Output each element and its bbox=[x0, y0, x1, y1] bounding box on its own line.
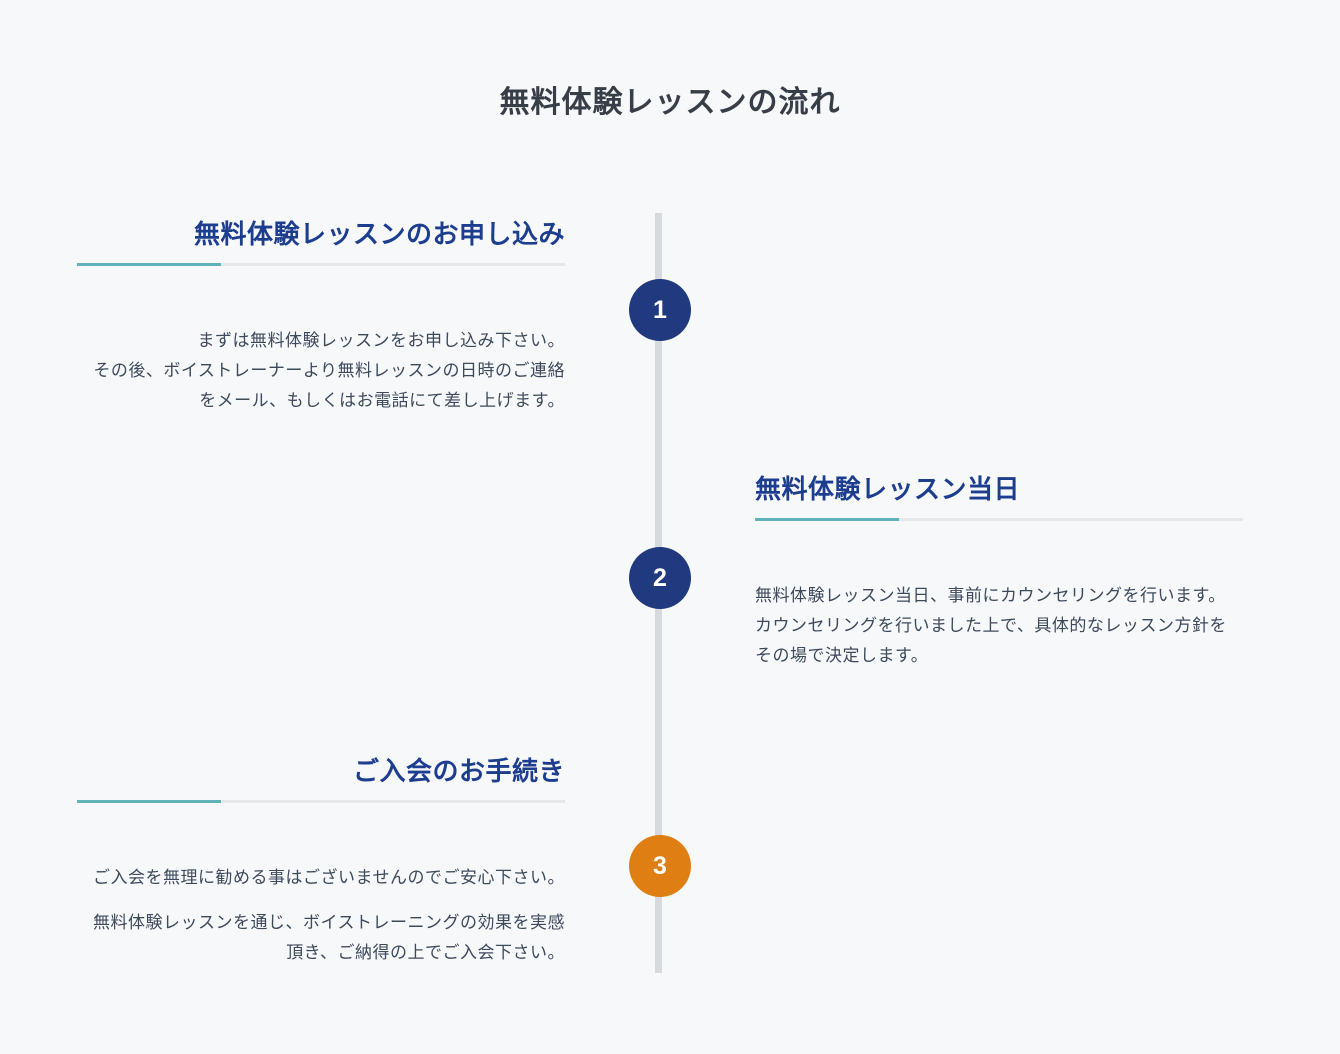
step-2-paragraph: カウンセリングを行いました上で、具体的なレッスン方針をその場で決定します。 bbox=[755, 616, 1227, 665]
step-1-description: まずは無料体験レッスンをお申し込み下さい。 その後、ボイストレーナーより無料レッ… bbox=[77, 326, 565, 416]
step-1-heading: 無料体験レッスンのお申し込み bbox=[193, 219, 565, 249]
step-2-heading-underline bbox=[755, 518, 1243, 521]
step-3-heading: ご入会のお手続き bbox=[352, 756, 565, 786]
step-2-number-badge: 2 bbox=[629, 547, 691, 609]
step-3-paragraph: ご入会を無理に勧める事はございませんのでご安心下さい。 bbox=[93, 868, 565, 887]
underline-teal-accent bbox=[755, 518, 899, 521]
step-2-description: 無料体験レッスン当日、事前にカウンセリングを行います。 カウンセリングを行いまし… bbox=[755, 581, 1243, 671]
step-1-paragraph: その後、ボイストレーナーより無料レッスンの日時のご連絡をメール、もしくはお電話に… bbox=[93, 361, 565, 410]
step-2-paragraph: 無料体験レッスン当日、事前にカウンセリングを行います。 bbox=[755, 586, 1226, 605]
step-3-number-badge: 3 bbox=[629, 835, 691, 897]
underline-teal-accent bbox=[77, 263, 221, 266]
step-1-heading-underline bbox=[77, 263, 565, 266]
step-3-enrollment: ご入会のお手続き ご入会を無理に勧める事はございませんのでご安心下さい。 無料体… bbox=[77, 755, 565, 968]
step-2-heading: 無料体験レッスン当日 bbox=[755, 474, 1021, 504]
step-2-lesson-day: 無料体験レッスン当日 無料体験レッスン当日、事前にカウンセリングを行います。 カ… bbox=[755, 473, 1243, 671]
step-3-heading-underline bbox=[77, 800, 565, 803]
step-1-paragraph: まずは無料体験レッスンをお申し込み下さい。 bbox=[197, 331, 565, 350]
step-1-application: 無料体験レッスンのお申し込み まずは無料体験レッスンをお申し込み下さい。 その後… bbox=[77, 218, 565, 416]
step-3-description: ご入会を無理に勧める事はございませんのでご安心下さい。 無料体験レッスンを通じ、… bbox=[77, 863, 565, 968]
step-1-number-badge: 1 bbox=[629, 279, 691, 341]
underline-teal-accent bbox=[77, 800, 221, 803]
step-3-paragraph: 無料体験レッスンを通じ、ボイストレーニングの効果を実感頂き、ご納得の上でご入会下… bbox=[93, 913, 565, 962]
page-title: 無料体験レッスンの流れ bbox=[499, 86, 841, 119]
